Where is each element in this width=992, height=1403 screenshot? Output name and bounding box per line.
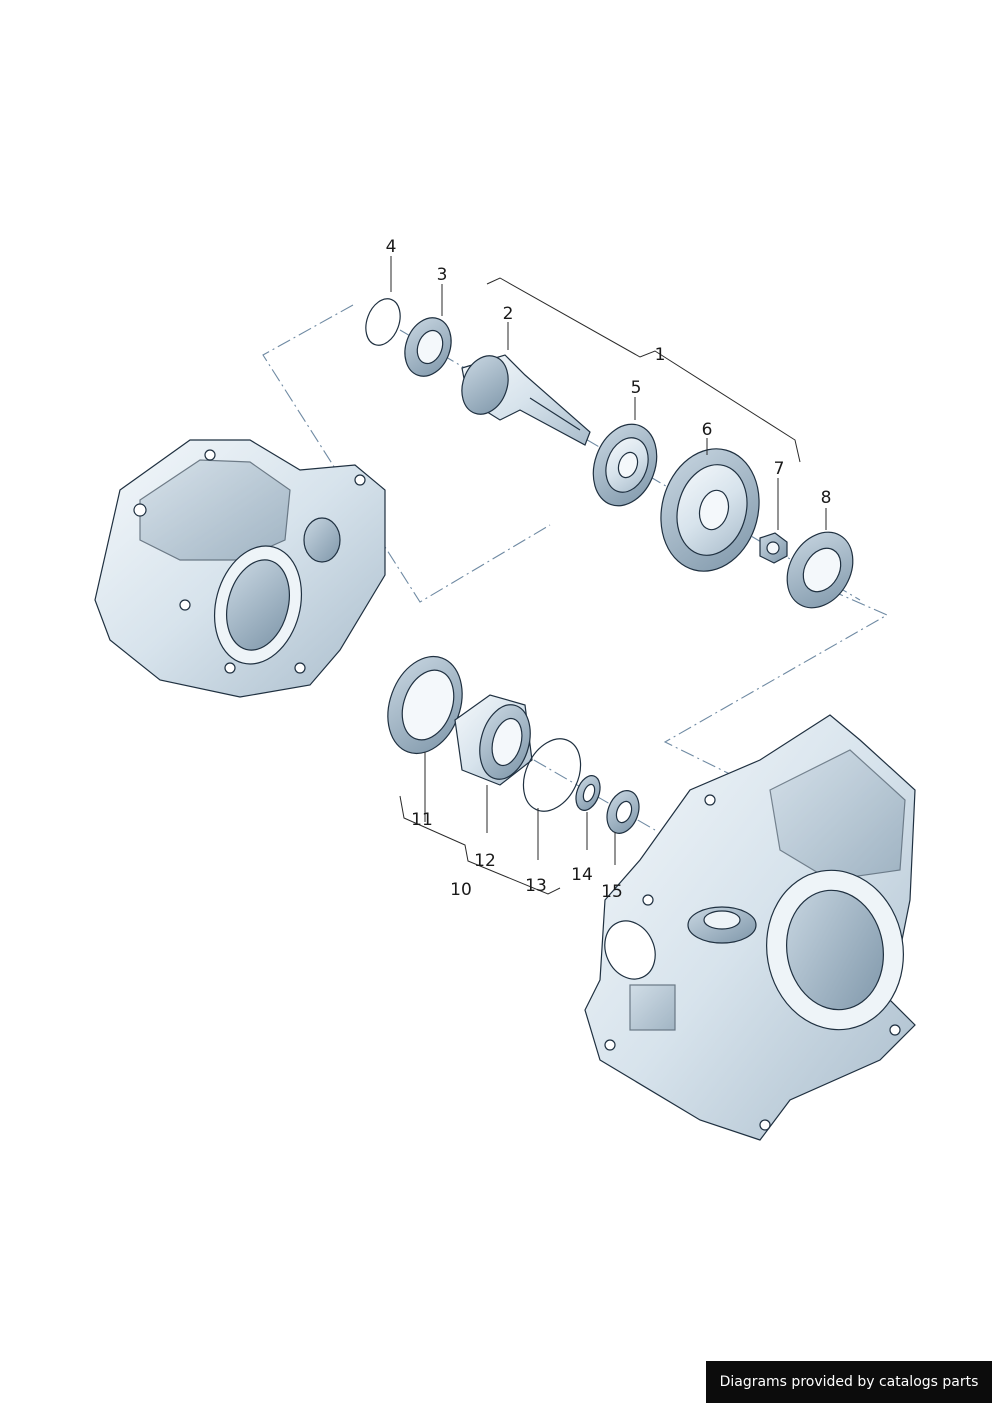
part-15-lock-washer <box>606 790 640 834</box>
part-2-pinion-shaft <box>461 354 591 446</box>
callout-2: 2 <box>503 304 514 324</box>
callout-12: 12 <box>474 851 496 871</box>
callout-4: 4 <box>386 237 397 257</box>
callout-5: 5 <box>631 378 642 398</box>
callout-6: 6 <box>702 420 713 440</box>
callout-10: 10 <box>450 880 472 900</box>
callout-1: 1 <box>655 345 666 365</box>
callout-13: 13 <box>525 876 547 896</box>
part-12-race <box>454 694 533 786</box>
part-13-snap-ring <box>522 738 582 812</box>
part-3-bearing <box>404 317 452 377</box>
gearbox-housing <box>584 714 916 1141</box>
part-6-gear <box>660 448 760 572</box>
callout-14: 14 <box>571 865 593 885</box>
leader-lines <box>390 256 827 895</box>
callout-11: 11 <box>411 810 433 830</box>
part-8-bearing <box>786 531 854 609</box>
callout-7: 7 <box>774 459 785 479</box>
callout-8: 8 <box>821 488 832 508</box>
callout-labels: 1 2 3 4 5 6 7 8 10 11 12 13 14 15 <box>386 237 832 902</box>
callout-15: 15 <box>601 882 623 902</box>
bell-housing <box>94 439 386 698</box>
callout-3: 3 <box>437 265 448 285</box>
part-5-gear <box>592 423 658 507</box>
part-4-circlip <box>365 298 401 346</box>
credit-text: Diagrams provided by catalogs parts <box>719 1374 979 1390</box>
credit-footer: Diagrams provided by catalogs parts <box>706 1361 992 1403</box>
part-14-washer <box>575 775 601 811</box>
part-11-ring-gear <box>387 655 463 755</box>
part-7-nut <box>759 532 788 564</box>
